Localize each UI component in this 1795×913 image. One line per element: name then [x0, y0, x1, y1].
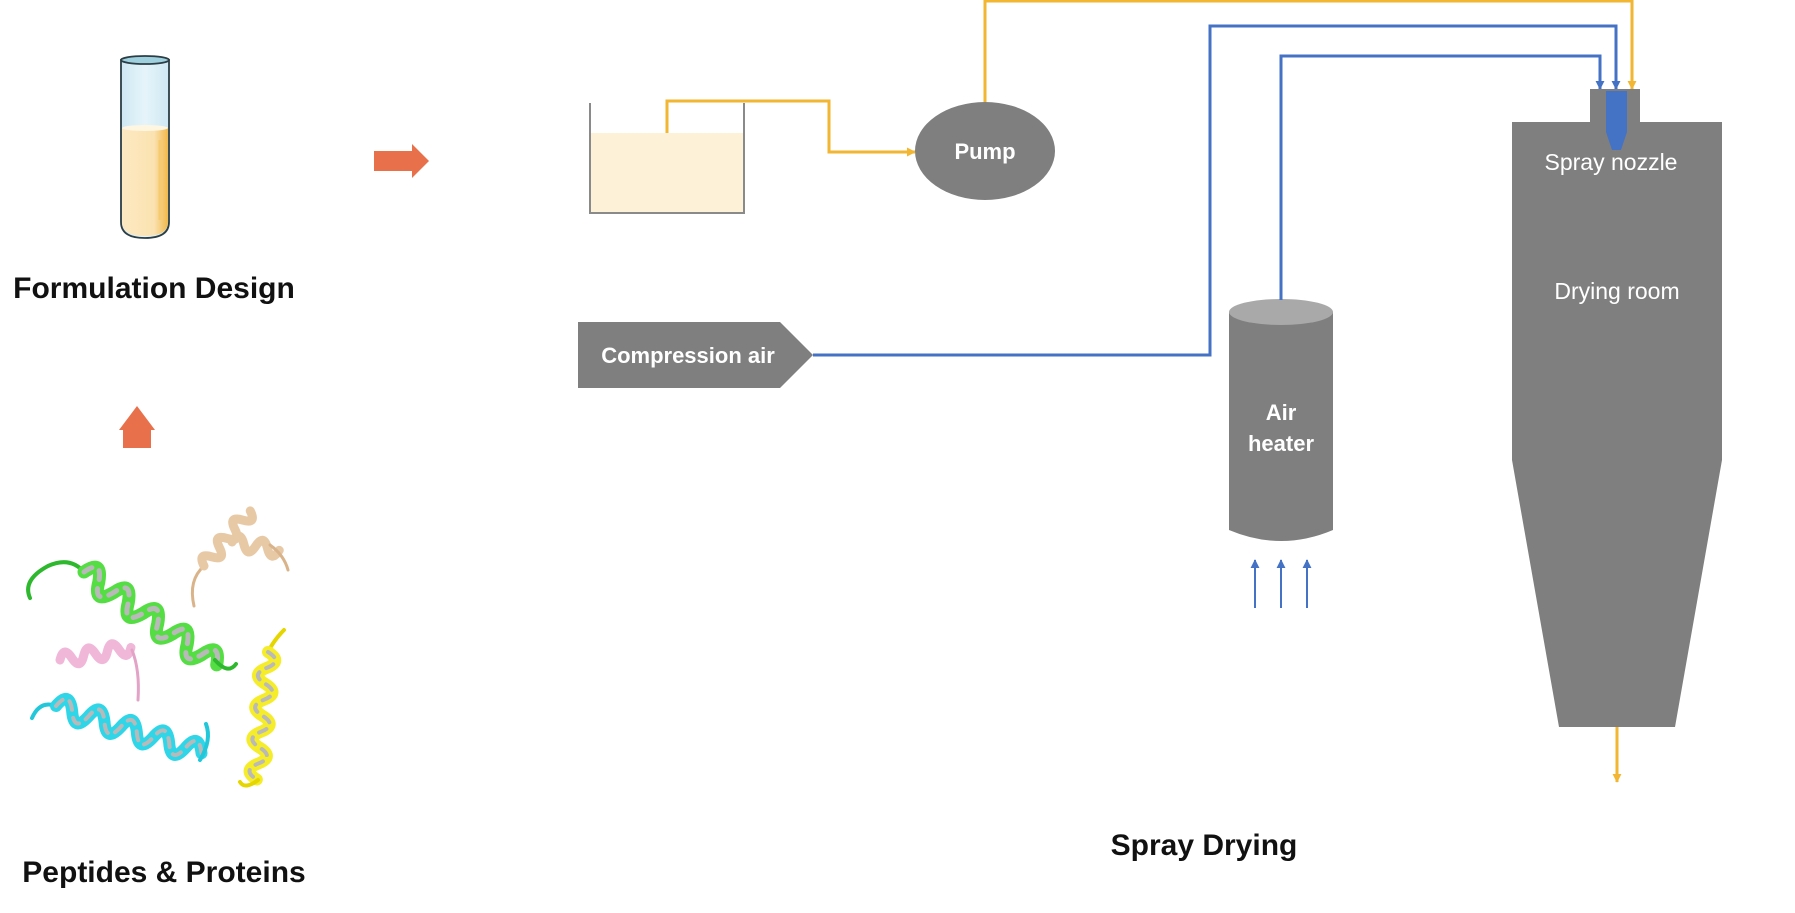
formulation-design-label: Formulation Design: [13, 272, 295, 305]
protein-helices-icon: [26, 506, 290, 788]
pump: [915, 102, 1055, 200]
drying-chamber: [1512, 89, 1722, 727]
inlet-air-arrows: [1250, 559, 1312, 608]
air-heater: [1229, 299, 1333, 541]
hot-air-line: [1279, 54, 1605, 300]
compression-air-line: [813, 24, 1621, 357]
air-heater-label-line2: heater: [1248, 431, 1314, 456]
test-tube-icon: [120, 55, 170, 239]
peptides-proteins-label: Peptides & Proteins: [22, 856, 305, 889]
spray-nozzle: [1606, 91, 1627, 150]
spray-nozzle-label: Spray nozzle: [1545, 149, 1678, 175]
right-arrow-icon: [374, 144, 429, 178]
drying-room-label: Drying room: [1554, 278, 1679, 304]
up-arrow-icon: [119, 406, 155, 448]
feed-line: [665, 99, 916, 157]
compression-air-label: Compression air: [601, 343, 775, 368]
spray-drying-label: Spray Drying: [1111, 829, 1298, 862]
pump-label: Pump: [954, 139, 1015, 164]
air-heater-label-line1: Air: [1266, 400, 1297, 425]
feed-beaker: [589, 103, 745, 214]
pump-to-nozzle-line: [983, 0, 1637, 102]
compression-air-source: [578, 322, 813, 388]
